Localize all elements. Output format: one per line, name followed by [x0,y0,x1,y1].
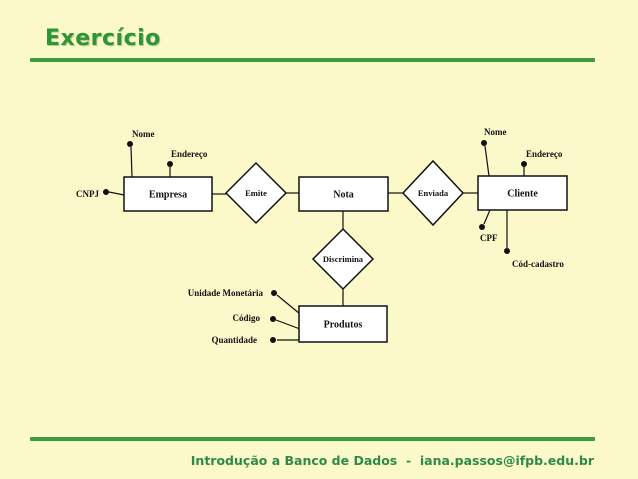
relationship-enviada [401,159,465,227]
attribute-dot-empresa-endereco [167,161,173,167]
attribute-dot-produtos-quantidade [270,337,276,343]
attribute-label-cliente-cpf: CPF [480,233,498,243]
attribute-link-produtos-codigo [275,319,301,330]
attribute-label-cliente-endereco: Endereço [526,149,563,159]
attribute-link-cliente-nome [484,145,490,177]
entity-label-produtos: Produtos [324,320,363,331]
relationship-discrimina [311,227,375,291]
attribute-dot-cliente-cpf [479,224,485,230]
entity-label-empresa: Empresa [149,190,187,201]
attribute-label-cliente-cod-cadastro: Cód-cadastro [512,259,564,269]
relationship-label-discrimina: Discrimina [323,254,364,264]
attribute-link-empresa-cnpj [108,191,125,196]
attribute-label-produtos-codigo: Código [232,313,260,323]
attribute-dot-cliente-endereco [521,161,527,167]
attribute-label-empresa-cnpj: CNPJ [76,189,99,199]
attribute-label-produtos-unidade-monetaria: Unidade Monetária [188,288,264,298]
page-title: Exercício [45,26,161,51]
attribute-label-empresa-endereco: Endereço [171,149,208,159]
entity-empresa [123,176,213,212]
attribute-dot-cliente-cod-cadastro [504,248,510,254]
attribute-dot-cliente-nome [481,140,487,146]
attribute-link-empresa-nome [130,146,133,178]
entity-label-nota: Nota [333,190,354,201]
attribute-link-produtos-unidade-monetaria [276,294,301,315]
entity-nota [298,176,389,212]
attribute-link-cliente-cpf [483,209,491,225]
entity-cliente [477,175,568,211]
footer-divider-line [30,437,595,441]
relationship-label-emite: Emite [245,188,267,198]
entity-label-cliente: Cliente [507,189,538,200]
attribute-label-produtos-quantidade: Quantidade [211,335,257,345]
attribute-dot-empresa-cnpj [103,189,109,195]
relationship-emite [224,161,288,225]
entity-produtos [298,305,388,343]
attribute-dot-produtos-codigo [270,316,276,322]
attribute-label-empresa-nome: Nome [132,129,155,139]
relationship-label-enviada: Enviada [418,188,449,198]
attribute-label-cliente-nome: Nome [484,127,507,137]
attribute-dot-produtos-unidade-monetaria [271,290,277,296]
title-divider-line [30,58,595,62]
attribute-dot-empresa-nome [127,141,133,147]
footer-credit: Introdução a Banco de Dados - iana.passo… [190,453,594,468]
